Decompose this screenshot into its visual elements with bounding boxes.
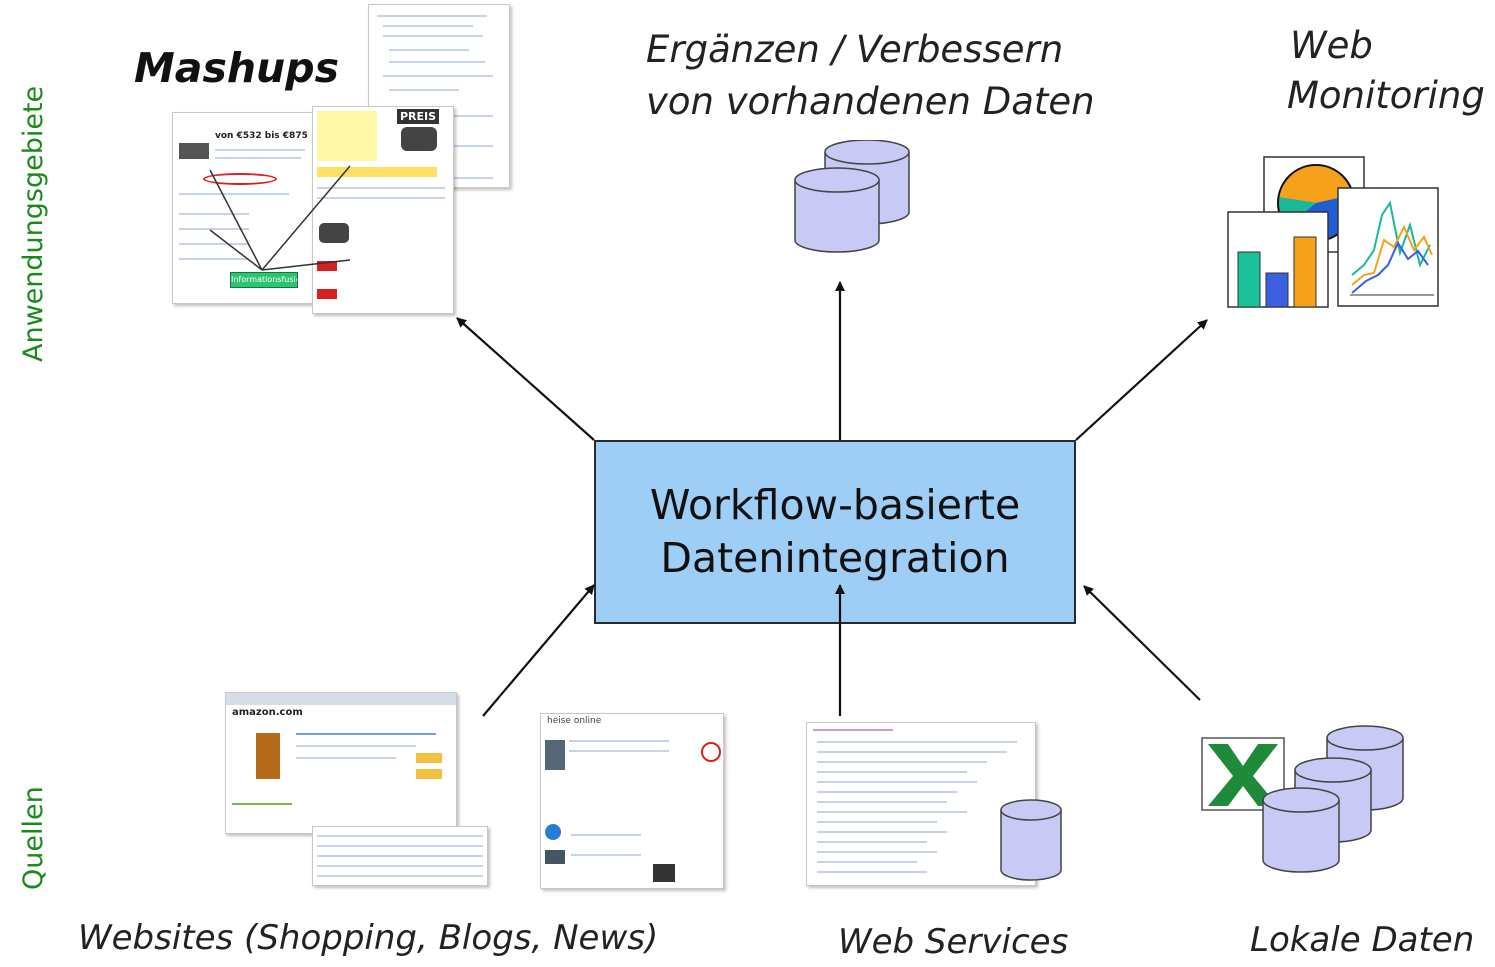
workflow-box-line2: Datenintegration xyxy=(660,534,1010,582)
website-pricelist-thumbnail xyxy=(312,826,488,886)
caption-enrich-line1: Ergänzen / Verbessern xyxy=(646,28,1064,71)
website-heise-thumbnail: heise online xyxy=(540,713,724,889)
caption-monitoring-line2: Monitoring xyxy=(1287,74,1485,117)
database-stack-local xyxy=(1262,725,1404,873)
caption-webservices: Web Services xyxy=(838,922,1069,962)
database-icon xyxy=(1262,787,1340,873)
caption-lokale-daten: Lokale Daten xyxy=(1250,920,1475,960)
mashup-price-text: von €532 bis €875 xyxy=(215,131,308,141)
mashup-fusion-lines xyxy=(209,165,351,271)
database-icon xyxy=(794,167,880,253)
heise-logo: heise online xyxy=(547,716,602,726)
caption-monitoring-line1: Web xyxy=(1290,24,1373,67)
database-icon xyxy=(1000,799,1062,881)
caption-websites: Websites (Shopping, Blogs, News) xyxy=(78,918,659,958)
webservice-xml-thumbnail xyxy=(806,722,1036,886)
bar-chart-icon xyxy=(1237,236,1317,308)
caption-enrich-line2: von vorhandenen Daten xyxy=(646,80,1095,123)
arrow-icon xyxy=(1075,319,1208,441)
workflow-box: Workflow-basierte Datenintegration xyxy=(594,440,1076,624)
preis-badge: PREIS xyxy=(397,109,440,124)
caption-mashups: Mashups xyxy=(134,44,339,92)
arrow-icon xyxy=(456,317,595,441)
database-pair-top xyxy=(794,140,910,253)
mashup-product-thumbnail: PREIS xyxy=(312,106,454,314)
chart-icon xyxy=(1227,156,1439,308)
mashup-fusion-tag: Informationsfusion xyxy=(230,272,298,288)
arrow-icon xyxy=(1083,585,1201,701)
amazon-logo: amazon.com xyxy=(232,707,303,718)
workflow-box-line1: Workflow-basierte xyxy=(649,480,1021,529)
arrow-icon xyxy=(482,584,595,717)
website-amazon-thumbnail: amazon.com xyxy=(225,692,457,834)
line-chart-icon xyxy=(1350,200,1434,296)
